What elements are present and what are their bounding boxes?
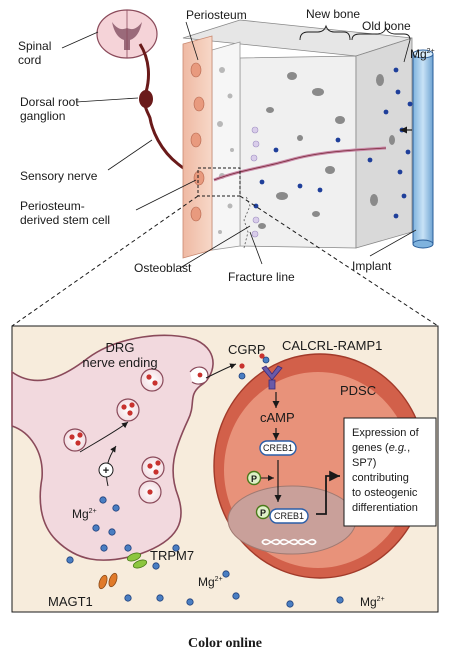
implant-label: Implant <box>352 259 392 273</box>
mg-ion-label-mid: Mg2+ <box>198 575 223 589</box>
phospho-p-circle-1 <box>246 470 262 486</box>
mg-ions <box>66 356 344 608</box>
zoom-line-right <box>239 195 439 327</box>
magt1-label: MAGT1 <box>48 594 93 609</box>
mg-ion-label-right: Mg2+ <box>360 595 385 609</box>
figure-caption: Color online <box>187 636 263 651</box>
receptor-label: CALCRL-RAMP1 <box>282 338 382 353</box>
bottom-panel: + <box>11 325 439 613</box>
mg-ion-label-drg: Mg2+ <box>72 507 97 521</box>
creb1-pill <box>259 440 297 456</box>
phospho-p-circle-2 <box>255 504 271 520</box>
phospho-p-label-1: P <box>251 474 257 484</box>
creb1-phospho-label: CREB1 <box>274 511 304 521</box>
pdsc-label-bottom: PDSC <box>340 383 376 398</box>
expression-box <box>343 417 437 527</box>
camp-label: cAMP <box>260 410 295 425</box>
trpm7-channel <box>126 552 148 569</box>
old-bone-label: Old bone <box>362 19 411 33</box>
calcrl-ramp1-receptor <box>261 365 283 390</box>
sensory-nerve-label: Sensory nerve <box>20 169 98 183</box>
pdsc-label: Periosteum-derived stem cell <box>20 199 110 227</box>
dorsal-root-ganglion <box>139 90 153 108</box>
callout-box <box>197 167 241 197</box>
spinal-cord-illustration <box>96 9 158 59</box>
vesicle-trafficking-arrow <box>79 421 129 453</box>
phospho-p-label-2: P <box>260 508 266 518</box>
mg-ion-label-top: Mg2+ <box>410 47 435 61</box>
bone-block <box>182 19 413 259</box>
creb1-label: CREB1 <box>263 443 293 453</box>
cgrp-label: CGRP <box>228 342 266 357</box>
trpm7-label: TRPM7 <box>150 548 194 563</box>
cgrp-molecules <box>239 353 265 369</box>
stimulation-plus-circle <box>98 462 114 478</box>
periosteum-label: Periosteum <box>186 8 247 22</box>
creb1-phospho-pill <box>269 508 309 524</box>
plus-sign: + <box>103 465 109 477</box>
new-bone-label: New bone <box>306 7 360 21</box>
transcription-arrow <box>316 470 340 515</box>
expression-text: Expression of genes (e.g., SP7) contribu… <box>352 427 422 514</box>
fracture-line-label: Fracture line <box>228 270 295 284</box>
zoom-line-left <box>11 195 199 327</box>
magt1-channel <box>98 572 118 590</box>
implant-rod <box>400 49 434 249</box>
released-cgrp <box>197 372 203 378</box>
leader-lines <box>61 21 417 269</box>
osteoblast-label: Osteoblast <box>134 261 192 275</box>
release-arrow <box>205 363 237 379</box>
old-bone-brace <box>351 26 411 41</box>
vesicle-contents <box>69 374 161 495</box>
new-bone-brace <box>299 24 351 41</box>
